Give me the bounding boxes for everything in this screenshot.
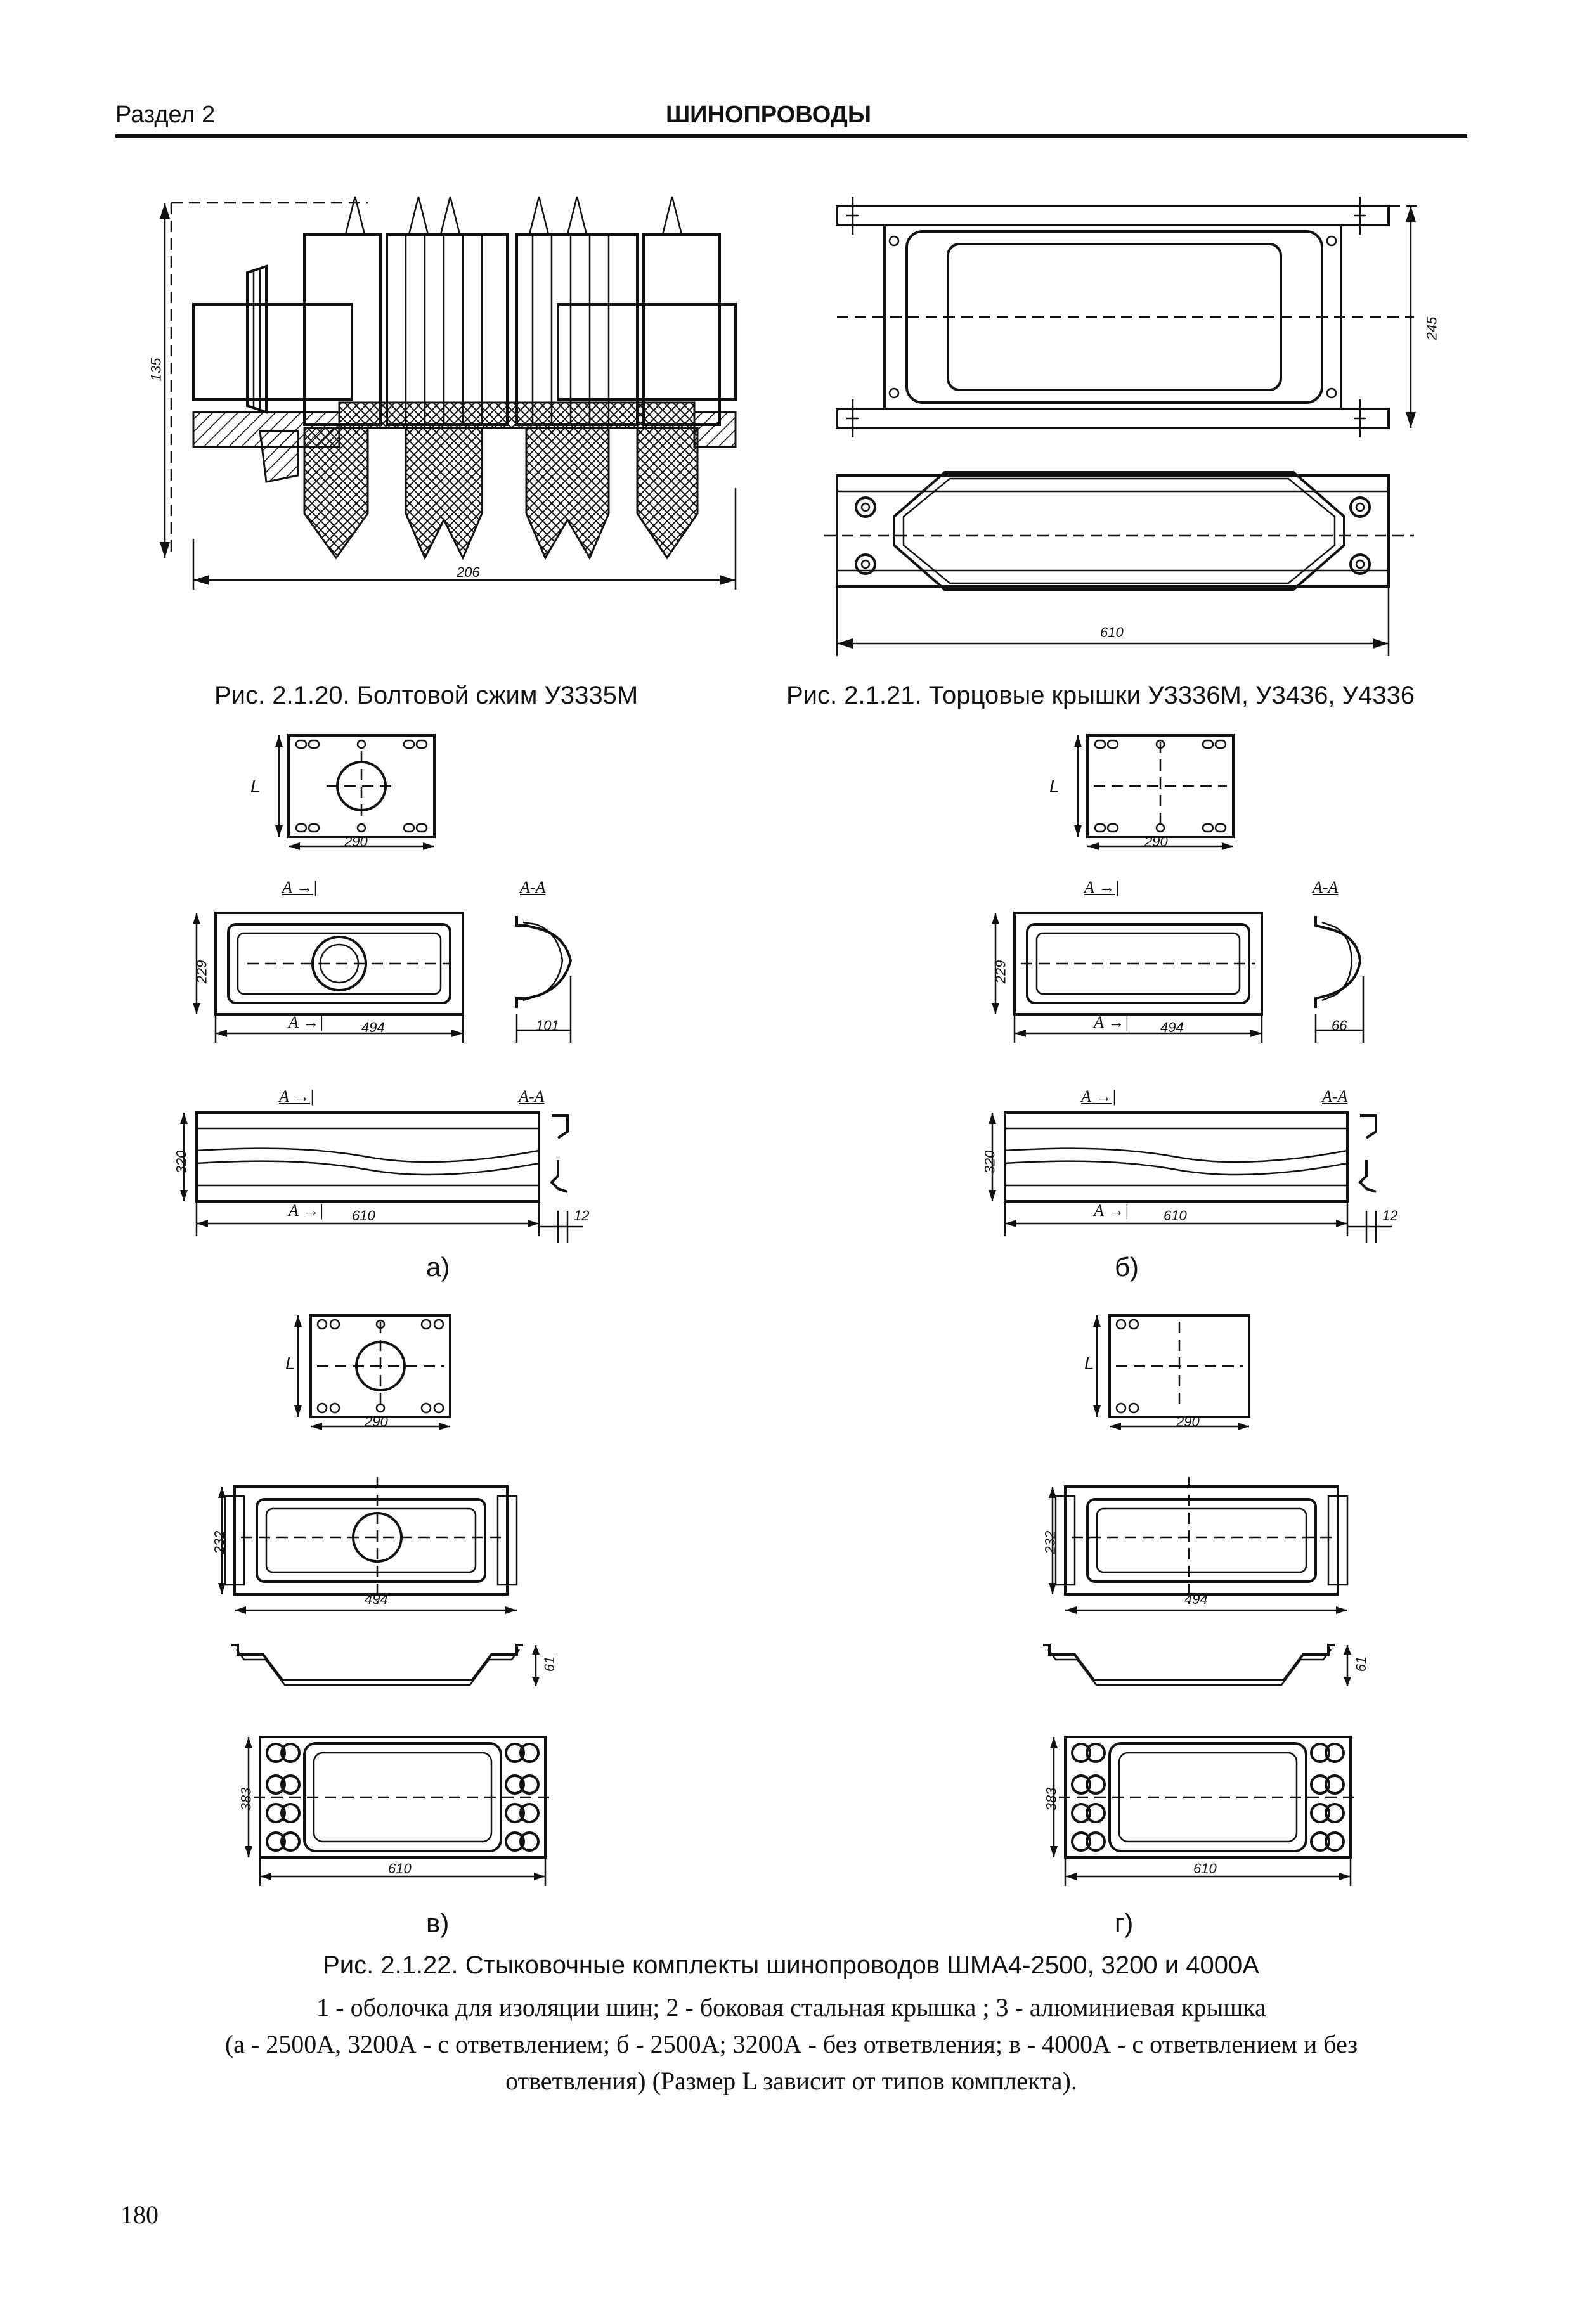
fig-a-arrow-top-2: А →| (279, 1087, 314, 1106)
fig-g-dim-610: 610 (1193, 1861, 1217, 1876)
section-label: Раздел 2 (115, 101, 216, 128)
fig-a-dim-610: 610 (352, 1208, 375, 1223)
fig-b-arrow-top: А →| (1084, 878, 1120, 896)
fig-a-arrow-bottom-label: А (289, 1013, 299, 1031)
fig-b-arrow-bottom: А →| (1094, 1013, 1129, 1031)
fig-g-dim-290: 290 (1176, 1414, 1200, 1430)
fig-b-arrow-top-label: А (1084, 878, 1094, 896)
fig-v-frame-drawing (245, 1736, 552, 1886)
dim-135: 135 (148, 358, 164, 382)
fig-a-section-title-1: А-А (520, 878, 546, 896)
fig-a-dim-494: 494 (361, 1019, 385, 1035)
fig-a-dim-290: 290 (344, 834, 368, 849)
fig-a-plate-drawing (275, 734, 436, 850)
fig-a-side-panel-drawing (180, 1111, 583, 1243)
dim-206: 206 (457, 564, 480, 580)
fig-a-arrow-top-2-label: А (279, 1087, 289, 1106)
fig-g-frame-drawing (1050, 1736, 1357, 1886)
dim-245: 245 (1423, 316, 1440, 340)
fig-v-dim-383: 383 (238, 1787, 254, 1811)
header-rule (115, 134, 1467, 138)
fig-b-dim-L: L (1049, 777, 1060, 796)
fig-b-plate-drawing (1074, 734, 1235, 850)
fig-v-dim-290: 290 (365, 1414, 388, 1430)
fig-a-dim-229: 229 (193, 960, 210, 984)
fig-b-label: б) (1115, 1252, 1139, 1282)
fig-a-dim-101: 101 (536, 1017, 559, 1033)
fig-b-arrow-bottom-label: А (1094, 1013, 1104, 1031)
fig-a-arrow-bottom: А →| (289, 1013, 324, 1031)
page-number: 180 (120, 2200, 159, 2229)
fig-b-arrow-top-2: А →| (1081, 1087, 1117, 1106)
fig-a-arrow-top-label: А (282, 878, 292, 896)
fig-b-side-panel-drawing (989, 1111, 1392, 1243)
fig-b-arrow-bottom-2-label: А (1094, 1201, 1104, 1220)
fig-a-section-title-2: А-А (519, 1087, 545, 1106)
legend-line-1: 1 - оболочка для изоляции шин; 2 - боков… (316, 1993, 1266, 2022)
fig-v-dim-L: L (285, 1353, 295, 1373)
legend-line-2: (а - 2500А, 3200А - с ответвлением; б - … (224, 2030, 1358, 2058)
fig-b-cover-drawing (992, 912, 1365, 1043)
fig-g-profile-drawing (1043, 1644, 1351, 1686)
fig-2-1-22-caption: Рис. 2.1.22. Стыковочные комплекты шиноп… (323, 1951, 1259, 1979)
fig-v-cover-drawing (218, 1477, 518, 1614)
fig-v-plate-drawing (294, 1314, 451, 1430)
fig-b-dim-610: 610 (1164, 1208, 1187, 1223)
fig-2-1-20-caption: Рис. 2.1.20. Болтовой сжим У3335М (214, 681, 639, 709)
fig-a-dim-L: L (250, 777, 261, 796)
fig-g-label: г) (1115, 1908, 1134, 1938)
fig-g-dim-494: 494 (1184, 1591, 1208, 1607)
fig-v-label: в) (426, 1908, 450, 1938)
bolt-clamp-drawing (160, 196, 737, 590)
fig-g-dim-232: 232 (1042, 1530, 1058, 1554)
fig-b-dim-66: 66 (1332, 1017, 1347, 1033)
fig-g-plate-drawing (1093, 1314, 1250, 1430)
fig-g-dim-383: 383 (1043, 1787, 1060, 1811)
fig-v-dim-610: 610 (388, 1861, 412, 1876)
fig-b-section-title-2: А-А (1322, 1087, 1348, 1106)
fig-b-arrow-bottom-2: А →| (1094, 1201, 1129, 1220)
fig-v-dim-232: 232 (211, 1530, 228, 1554)
fig-b-section-title-1: А-А (1313, 878, 1339, 896)
fig-b-arrow-top-2-label: А (1081, 1087, 1091, 1106)
fig-b-dim-229: 229 (992, 960, 1009, 984)
fig-b-dim-290: 290 (1144, 834, 1168, 849)
fig-2-1-22-legend: 1 - оболочка для изоляции шин; 2 - боков… (115, 1989, 1467, 2100)
fig-a-label: а) (426, 1252, 450, 1282)
fig-v-dim-494: 494 (365, 1591, 388, 1607)
fig-a-arrow-bottom-2-label: А (289, 1201, 299, 1220)
end-caps-drawing (824, 197, 1417, 656)
fig-a-dim-320: 320 (173, 1150, 190, 1174)
fig-b-dim-320: 320 (982, 1150, 998, 1174)
fig-b-dim-494: 494 (1160, 1019, 1184, 1035)
fig-g-cover-drawing (1049, 1477, 1349, 1614)
fig-a-arrow-bottom-2: А →| (289, 1201, 324, 1220)
dim-610: 610 (1100, 624, 1124, 640)
fig-v-dim-61: 61 (541, 1656, 558, 1672)
fig-g-dim-61: 61 (1353, 1656, 1370, 1672)
fig-b-dim-12: 12 (1382, 1208, 1398, 1223)
page-header-title: ШИНОПРОВОДЫ (666, 101, 872, 128)
fig-a-arrow-top: А →| (282, 878, 318, 896)
fig-v-profile-drawing (231, 1644, 540, 1686)
fig-a-cover-drawing (193, 912, 573, 1043)
fig-2-1-21-caption: Рис. 2.1.21. Торцовые крышки У3336М, У34… (786, 681, 1415, 709)
fig-a-dim-12: 12 (574, 1208, 590, 1223)
legend-line-3: ответвления) (Размер L зависит от типов … (505, 2067, 1077, 2095)
fig-g-dim-L: L (1084, 1353, 1094, 1373)
